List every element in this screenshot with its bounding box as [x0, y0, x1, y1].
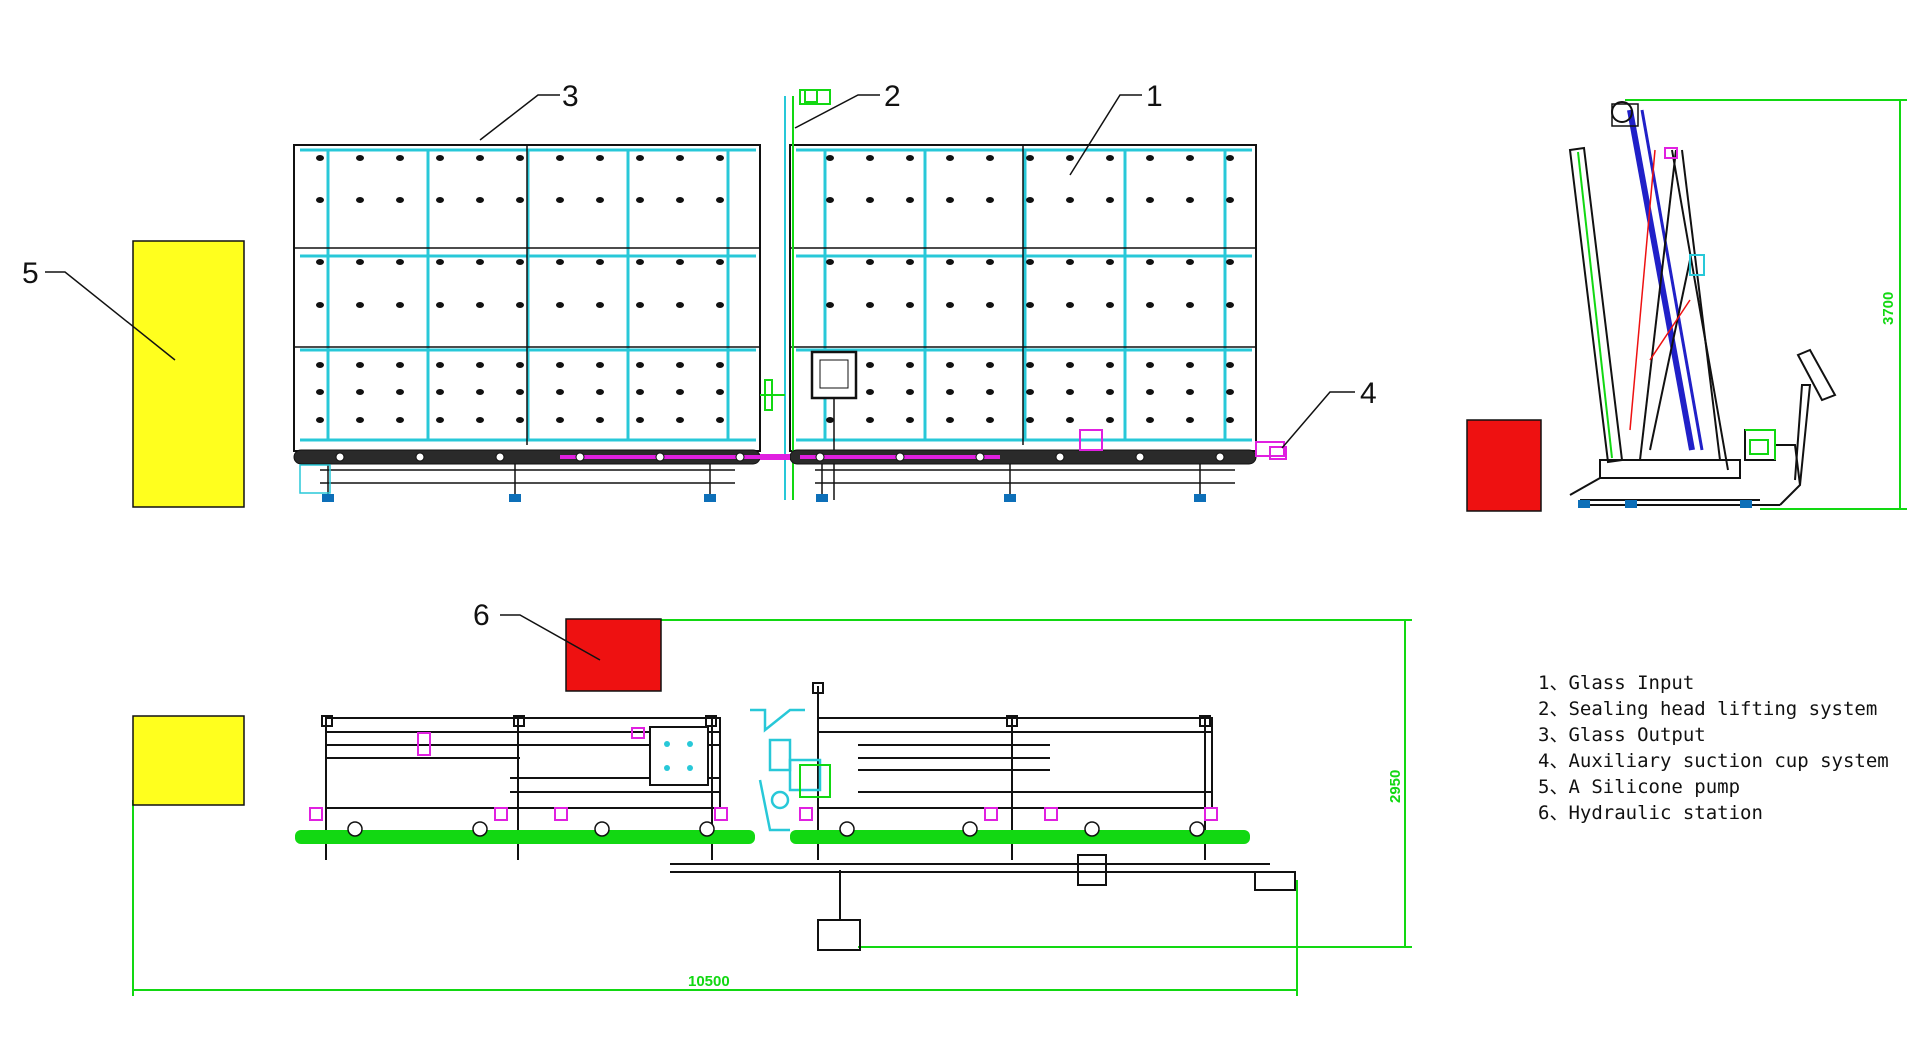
top-conveyor: [295, 807, 1250, 844]
callout-3: 3: [562, 80, 579, 113]
dim-length: 10500: [688, 973, 730, 990]
hydraulic-station-top: [565, 618, 662, 692]
sealing-head-column: [760, 89, 831, 500]
dim-depth: 2950: [1387, 770, 1404, 803]
dim-height: 3700: [1880, 292, 1897, 325]
legend-item-glass-input: 1、Glass Input: [1538, 672, 1695, 694]
silicone-pump-top: [132, 715, 245, 806]
legend-item-hydraulic-station: 6、Hydraulic station: [1538, 802, 1763, 824]
glass-input-table: [789, 144, 1257, 500]
legend-item-silicone-pump: 5、A Silicone pump: [1538, 776, 1741, 798]
callout-4: 4: [1360, 377, 1377, 410]
sealing-head-top: [750, 708, 822, 832]
top-view: 2950 10500: [132, 599, 1412, 996]
glass-output-table: [293, 144, 761, 452]
front-view: 3 2 1 4 5: [22, 80, 1377, 508]
height-dimension: [1625, 99, 1907, 510]
callout-2: 2: [884, 80, 901, 113]
legend-item-sealing-head: 2、Sealing head lifting system: [1538, 698, 1878, 720]
aux-suction-cup: [1255, 441, 1287, 460]
front-conveyor: [293, 429, 1257, 502]
callout-leader-6: [500, 614, 601, 661]
bottom-rail: [670, 854, 1296, 951]
side-view: 3700: [1466, 99, 1907, 512]
legend: 1、Glass Input 2、Sealing head lifting sys…: [1538, 670, 1889, 826]
legend-item-aux-suction: 4、Auxiliary suction cup system: [1538, 750, 1889, 772]
legend-item-glass-output: 3、Glass Output: [1538, 724, 1706, 746]
callout-5: 5: [22, 257, 39, 290]
top-dimensions: [132, 619, 1412, 996]
callout-1: 1: [1146, 80, 1163, 113]
callout-leaders-front: [45, 94, 1355, 449]
silicone-pump-front: [132, 240, 245, 508]
hydraulic-station-side: [1466, 419, 1542, 512]
control-box: [810, 350, 858, 400]
callout-6: 6: [473, 599, 490, 632]
